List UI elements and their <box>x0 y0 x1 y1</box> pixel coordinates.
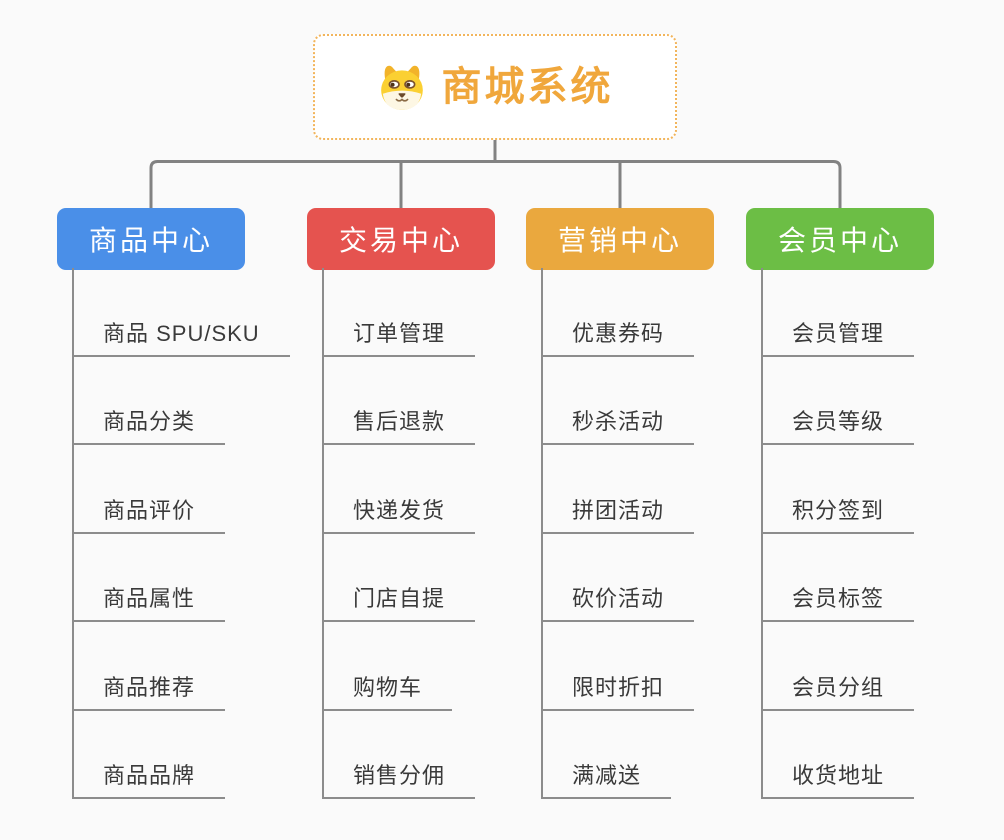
column-trade-center: 订单管理售后退款快递发货门店自提购物车销售分佣 <box>322 268 476 799</box>
mindmap-item[interactable]: 商品 SPU/SKU <box>72 268 290 357</box>
mindmap-item[interactable]: 会员等级 <box>761 356 915 445</box>
column-marketing-center: 优惠券码秒杀活动拼团活动砍价活动限时折扣满减送 <box>541 268 695 799</box>
mindmap-item[interactable]: 商品推荐 <box>72 622 226 711</box>
mindmap-item[interactable]: 秒杀活动 <box>541 356 695 445</box>
mindmap-item[interactable]: 会员管理 <box>761 268 915 357</box>
branch-label: 会员中心 <box>777 225 902 256</box>
mindmap-item[interactable]: 满减送 <box>541 710 672 799</box>
mindmap-item[interactable]: 收货地址 <box>761 710 915 799</box>
mindmap-item[interactable]: 商品评价 <box>72 445 226 534</box>
mindmap-item[interactable]: 会员标签 <box>761 533 915 622</box>
mindmap-item[interactable]: 商品属性 <box>72 533 226 622</box>
root-node[interactable]: 商城系统 <box>313 34 677 140</box>
branch-label: 交易中心 <box>338 225 463 256</box>
mindmap-item[interactable]: 拼团活动 <box>541 445 695 534</box>
mindmap-item[interactable]: 会员分组 <box>761 622 915 711</box>
branch-label: 商品中心 <box>88 225 213 256</box>
dog-icon <box>380 65 423 110</box>
mindmap-item[interactable]: 积分签到 <box>761 445 915 534</box>
mindmap-item[interactable]: 砍价活动 <box>541 533 695 622</box>
mindmap-item[interactable]: 售后退款 <box>322 356 476 445</box>
root-title: 商城系统 <box>441 65 614 109</box>
branch-node-trade-center[interactable]: 交易中心 <box>307 208 495 270</box>
branch-label: 营销中心 <box>557 225 682 256</box>
column-member-center: 会员管理会员等级积分签到会员标签会员分组收货地址 <box>761 268 915 799</box>
branch-node-product-center[interactable]: 商品中心 <box>57 208 245 270</box>
mindmap-item[interactable]: 限时折扣 <box>541 622 695 711</box>
branch-node-member-center[interactable]: 会员中心 <box>746 208 934 270</box>
branch-node-marketing-center[interactable]: 营销中心 <box>526 208 714 270</box>
branch-rail-line <box>149 160 842 208</box>
mindmap-item[interactable]: 购物车 <box>322 622 453 711</box>
mindmap-item[interactable]: 门店自提 <box>322 533 476 622</box>
mindmap-item[interactable]: 优惠券码 <box>541 268 695 357</box>
mindmap-item[interactable]: 商品品牌 <box>72 710 226 799</box>
mindmap-item[interactable]: 订单管理 <box>322 268 476 357</box>
mindmap-item[interactable]: 快递发货 <box>322 445 476 534</box>
mindmap-item[interactable]: 商品分类 <box>72 356 226 445</box>
mindmap-item[interactable]: 销售分佣 <box>322 710 476 799</box>
